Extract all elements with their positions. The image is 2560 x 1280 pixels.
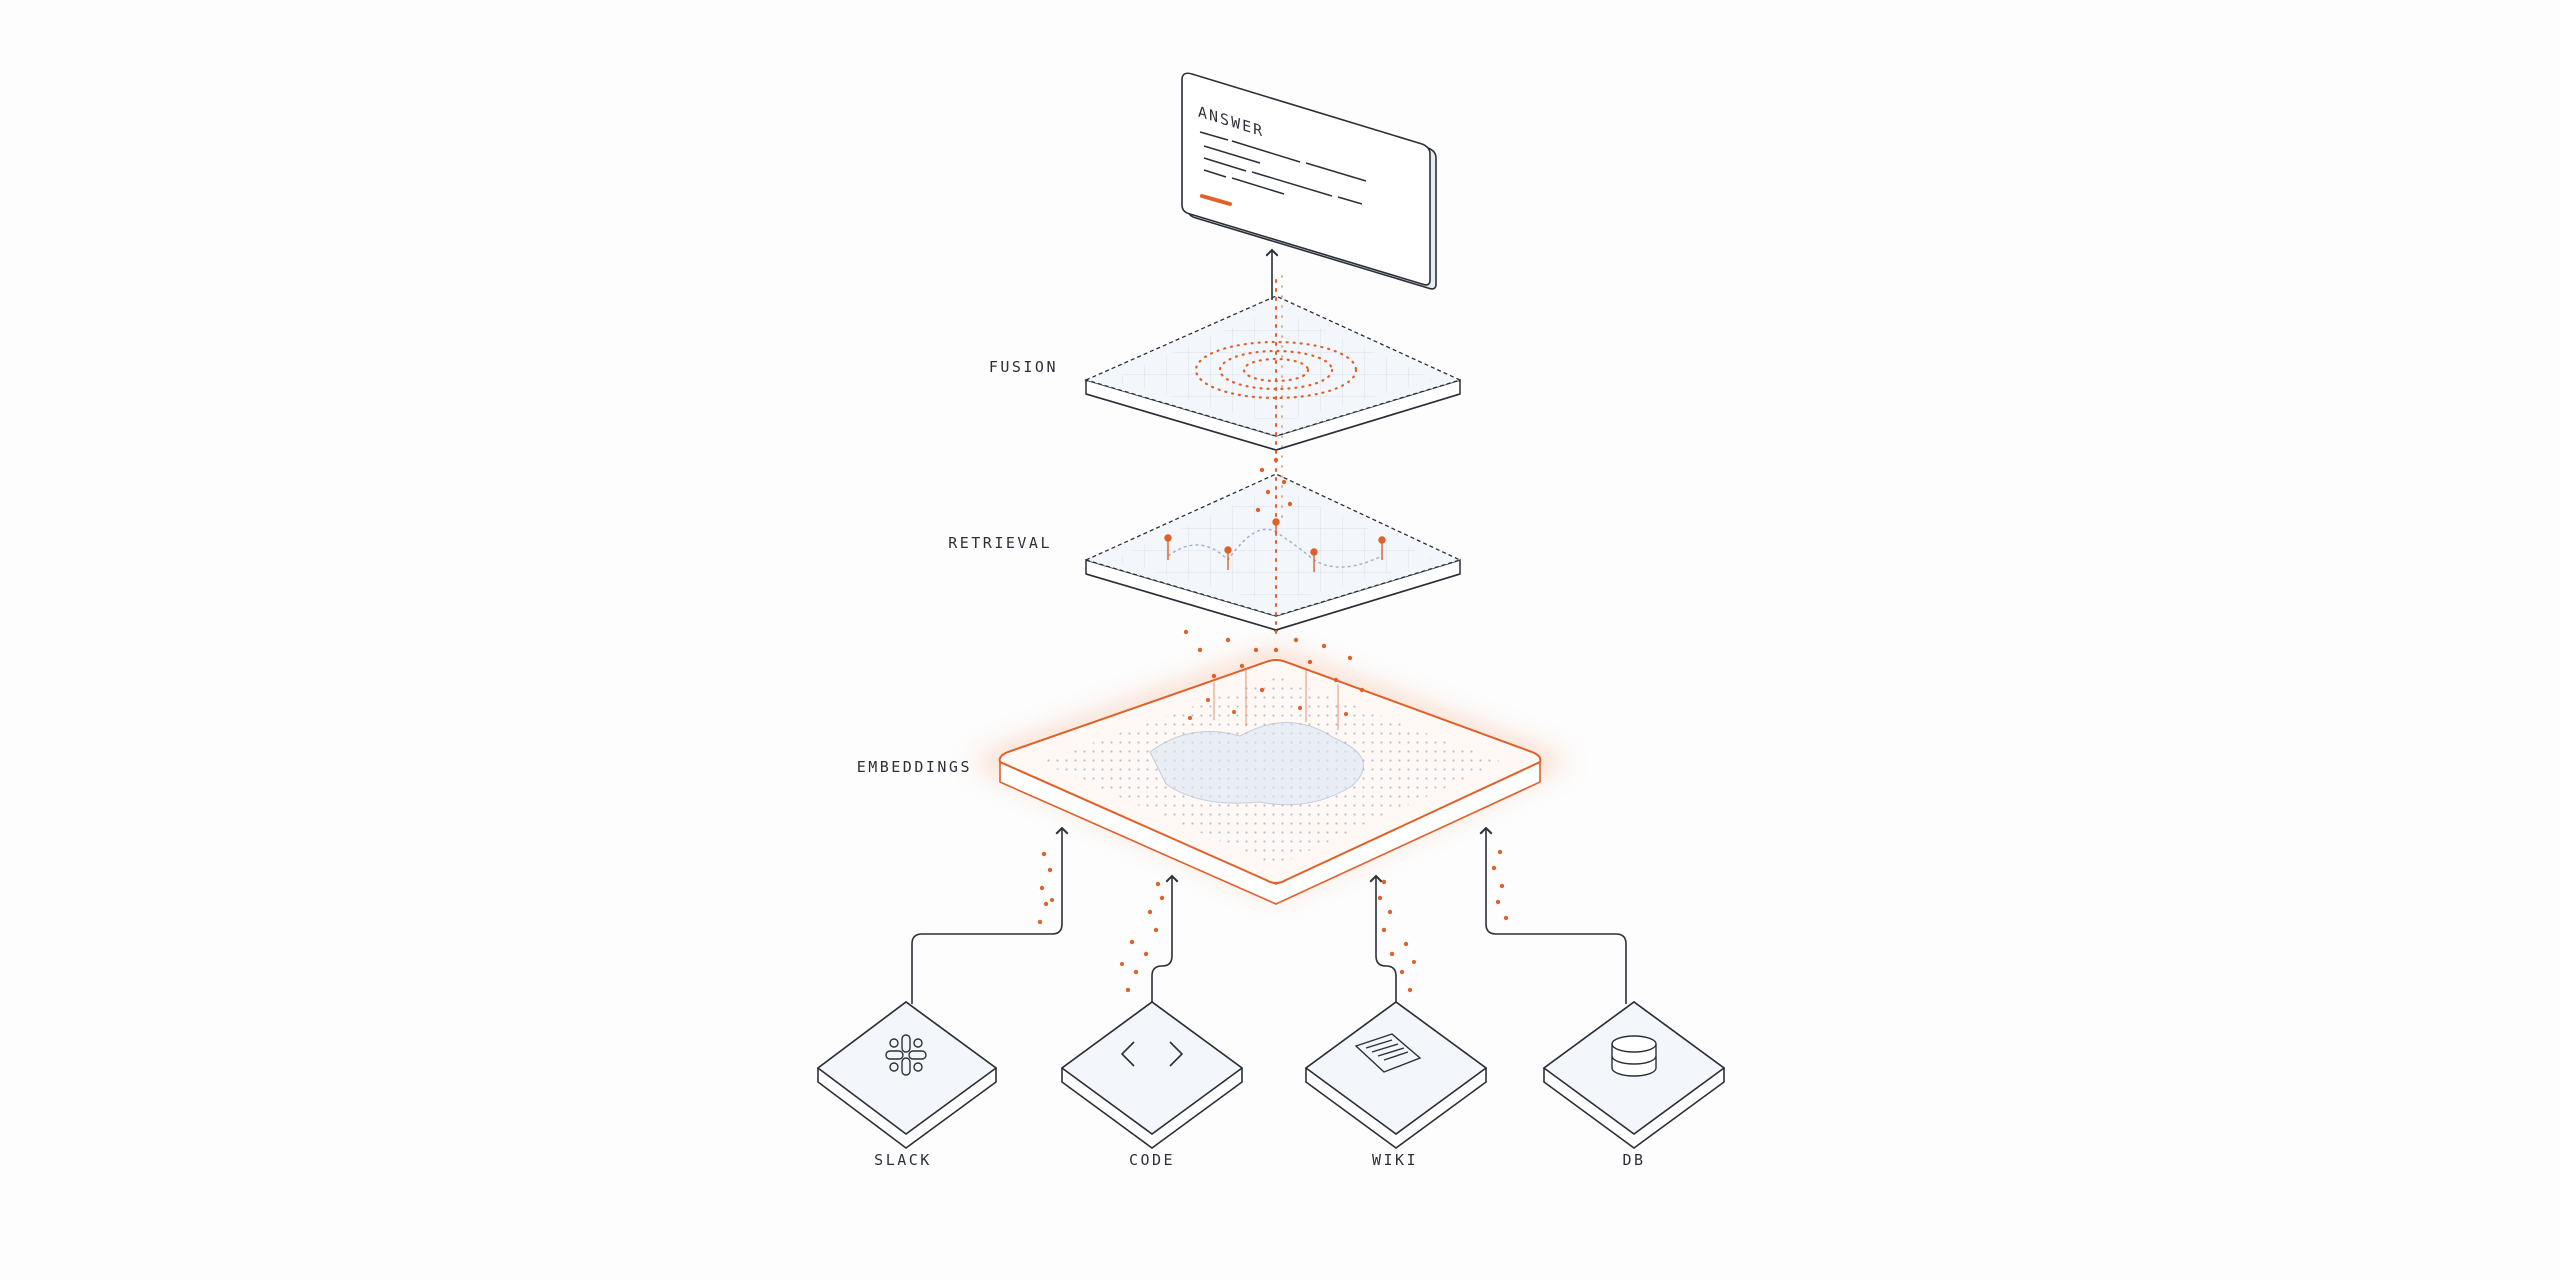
source-tile-wiki xyxy=(1304,1001,1488,1149)
layer-label-retrieval: RETRIEVAL xyxy=(948,534,1052,552)
embeddings-layer xyxy=(970,650,1569,905)
source-connectors xyxy=(911,826,1627,1004)
answer-card: ANSWER xyxy=(1181,72,1437,290)
source-label-slack: SLACK xyxy=(874,1151,932,1169)
source-tile-db xyxy=(1542,1001,1726,1149)
retrieval-pins xyxy=(1164,518,1386,572)
fusion-layer xyxy=(1084,295,1462,451)
source-tile-code xyxy=(1060,1001,1244,1149)
layer-label-embeddings: EMBEDDINGS xyxy=(857,758,972,776)
retrieval-grid xyxy=(1110,486,1436,604)
wiki-connector-line xyxy=(1369,874,1397,1004)
code-connector-line xyxy=(1151,874,1179,1004)
layer-label-fusion: FUSION xyxy=(989,358,1058,376)
fusion-grid xyxy=(1110,308,1436,424)
answer-text-lines xyxy=(1199,131,1367,205)
source-label-db: DB xyxy=(1622,1151,1645,1169)
document-icon xyxy=(1354,1033,1422,1073)
source-tile-slack xyxy=(816,1001,998,1149)
source-particles xyxy=(1037,849,1509,993)
source-label-wiki: WIKI xyxy=(1372,1151,1418,1169)
source-label-code: CODE xyxy=(1129,1151,1175,1169)
embedding-uplines xyxy=(1213,668,1339,730)
vertical-stream xyxy=(1275,275,1283,641)
source-labels: SLACK CODE WIKI DB xyxy=(874,1151,1645,1169)
embedding-particles xyxy=(1183,607,1365,720)
layer-labels: FUSION RETRIEVAL EMBEDDINGS xyxy=(857,358,1058,776)
slack-icon xyxy=(885,1034,927,1076)
retrieval-layer xyxy=(1084,473,1462,631)
answer-accent-bar xyxy=(1200,194,1232,206)
retrieval-particles xyxy=(1255,457,1293,513)
slack-connector-line xyxy=(911,826,1069,1004)
db-connector-line xyxy=(1479,826,1627,1004)
code-brackets-icon xyxy=(1120,1041,1184,1067)
database-icon xyxy=(1611,1035,1657,1077)
embeddings-cluster-outline xyxy=(1149,722,1364,806)
